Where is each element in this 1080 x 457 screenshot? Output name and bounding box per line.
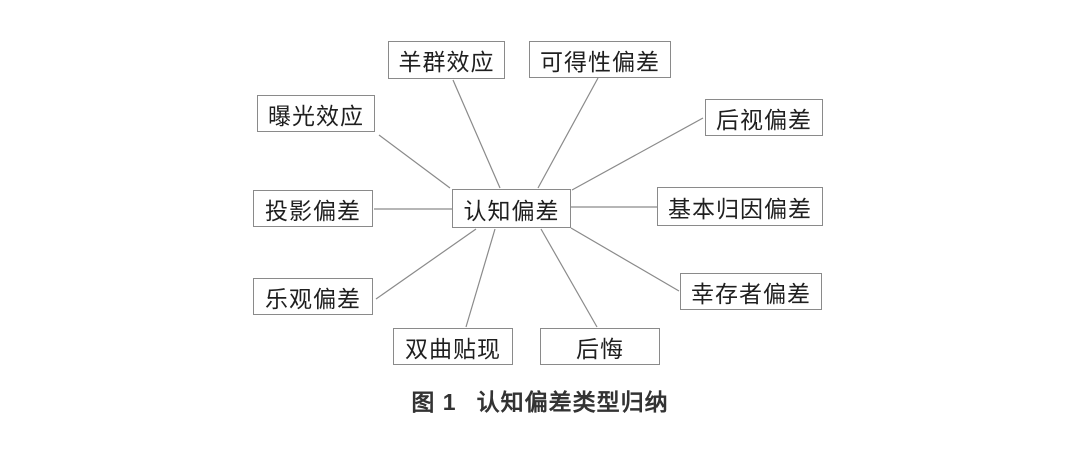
node-fundamental-attribution-bias: 基本归因偏差 xyxy=(657,187,823,226)
figure-caption-number: 图 1 xyxy=(411,389,457,415)
edge-herd-effect xyxy=(452,79,501,189)
edge-hindsight-bias xyxy=(571,117,704,191)
figure-caption-title: 认知偏差类型归纳 xyxy=(476,389,669,415)
node-regret: 后悔 xyxy=(540,328,660,365)
edge-hyperbolic-discounting xyxy=(465,228,496,328)
node-exposure-effect: 曝光效应 xyxy=(257,95,375,132)
edge-availability-bias xyxy=(537,77,599,189)
node-herd-effect: 羊群效应 xyxy=(388,41,505,79)
node-hyperbolic-discounting: 双曲贴现 xyxy=(393,328,513,365)
edge-regret xyxy=(540,228,598,328)
node-hindsight-bias: 后视偏差 xyxy=(705,99,823,136)
figure-caption: 图 1 认知偏差类型归纳 xyxy=(0,383,1080,417)
node-survivor-bias: 幸存者偏差 xyxy=(680,273,822,310)
edge-exposure-effect xyxy=(378,134,451,189)
edge-optimism-bias xyxy=(375,228,477,300)
node-projection-bias: 投影偏差 xyxy=(253,190,373,227)
node-cognitive-bias: 认知偏差 xyxy=(452,189,571,228)
node-availability-bias: 可得性偏差 xyxy=(529,41,671,78)
edge-survivor-bias xyxy=(570,227,680,292)
node-optimism-bias: 乐观偏差 xyxy=(253,278,373,315)
